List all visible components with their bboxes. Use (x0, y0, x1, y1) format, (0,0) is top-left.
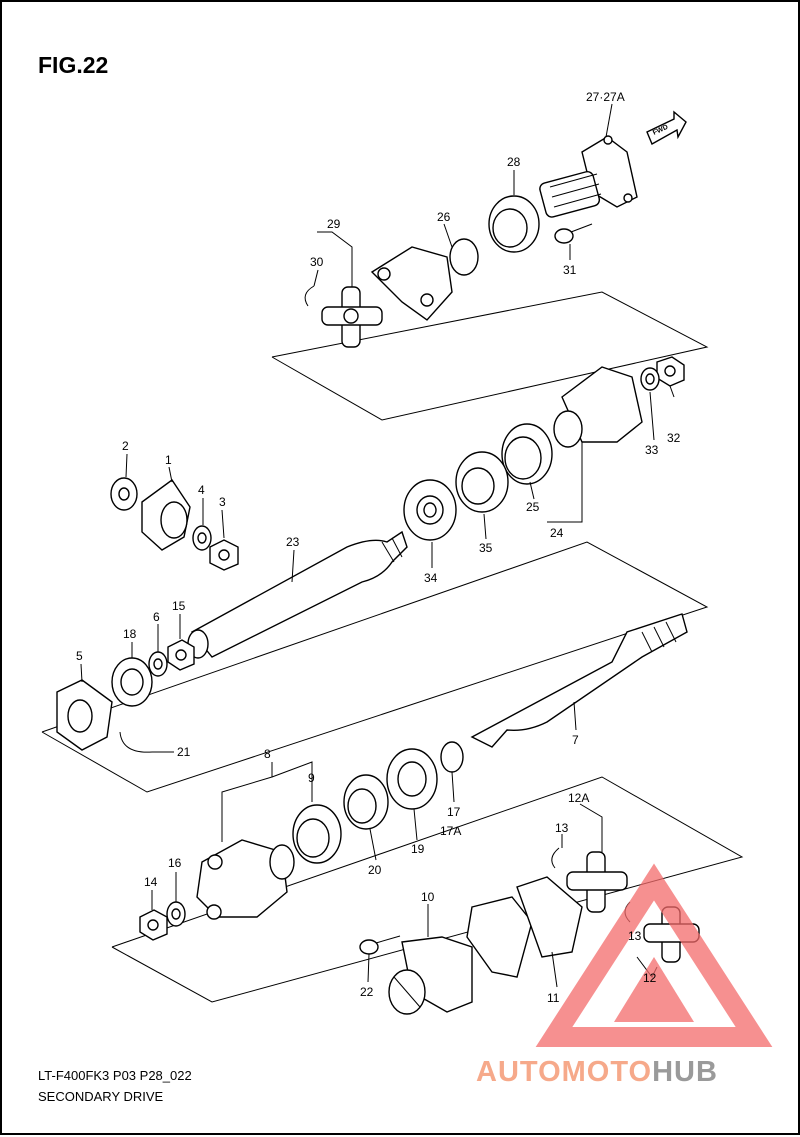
part-28-oil-seal (488, 195, 540, 253)
part-10-flange (388, 936, 473, 1015)
callout-32: 32 (667, 431, 681, 445)
callout-31: 31 (563, 263, 577, 277)
fwd-arrow-icon: FWD (646, 110, 687, 145)
watermark-text-b: HUB (652, 1056, 718, 1088)
watermark-text-a: AUTOMOTO (476, 1056, 653, 1088)
callout-12a: 12A (568, 791, 589, 805)
figure-title: FIG.22 (38, 52, 109, 78)
callout-19: 19 (411, 842, 425, 856)
part-31-bolt (554, 223, 593, 244)
part-29-universal-joint (321, 286, 383, 348)
callout-10: 10 (421, 890, 435, 904)
part-2-shim (110, 477, 138, 511)
part-30-circlip (304, 285, 315, 307)
callout-13-upper: 13 (555, 821, 569, 835)
callout-21: 21 (177, 745, 191, 759)
callout-7: 7 (572, 733, 579, 747)
callout-14: 14 (144, 875, 158, 889)
callout-30: 30 (310, 255, 324, 269)
callout-3: 3 (219, 495, 226, 509)
model-code: LT-F400FK3 P03 P28_022 (38, 1068, 192, 1083)
callout-13-lower: 13 (628, 929, 642, 943)
callout-25: 25 (526, 500, 540, 514)
part-6-washer (148, 651, 168, 677)
leader-lines (80, 103, 675, 988)
callout-17: 17 (447, 805, 461, 819)
callout-16: 16 (168, 856, 182, 870)
part-25-oil-seal (501, 423, 553, 485)
automotohub-logo (535, 863, 773, 1047)
part-22-bolt (359, 935, 401, 955)
callout-4: 4 (198, 483, 205, 497)
part-24-yoke (553, 366, 643, 448)
part-1-bevel-gear (141, 479, 191, 551)
part-9-oil-seal (292, 804, 342, 864)
section-name: SECONDARY DRIVE (38, 1089, 164, 1104)
part-16-washer (166, 901, 186, 927)
part-26-yoke (370, 238, 479, 321)
part-27-output-flange (539, 135, 638, 218)
callout-23: 23 (286, 535, 300, 549)
callout-15: 15 (172, 599, 186, 613)
callout-5: 5 (76, 649, 83, 663)
part-18-bearing (111, 657, 153, 707)
part-19-bearing (386, 748, 438, 810)
callout-27: 27·27A (586, 90, 625, 104)
part-5-bevel-gear (56, 679, 113, 751)
callout-20: 20 (368, 863, 382, 877)
part-20-spacer (343, 774, 389, 830)
part-34-bearing (403, 479, 457, 541)
part-17-circlip (440, 741, 464, 773)
part-35-bearing (455, 451, 509, 513)
part-7-propeller-shaft (470, 613, 688, 748)
callout-12: 12 (643, 971, 657, 985)
part-15-nut (167, 639, 195, 671)
callout-17a: 17A (440, 824, 461, 838)
callout-26: 26 (437, 210, 451, 224)
callout-labels: 27·27A 28 26 29 30 31 32 33 25 24 35 34 … (76, 90, 681, 1005)
part-8-yoke (196, 839, 295, 920)
part-11-flange-yoke (466, 876, 583, 978)
callout-28: 28 (507, 155, 521, 169)
part-14-nut (139, 909, 168, 941)
callout-22: 22 (360, 985, 374, 999)
callout-18: 18 (123, 627, 137, 641)
callout-8: 8 (264, 747, 271, 761)
watermark-text: AUTOMOTOHUB (476, 1056, 718, 1089)
callout-2: 2 (122, 439, 129, 453)
callout-1: 1 (165, 453, 172, 467)
callout-6: 6 (153, 610, 160, 624)
callout-34: 34 (424, 571, 438, 585)
callout-24: 24 (550, 526, 564, 540)
part-21-circlip (119, 731, 153, 753)
part-4-washer (192, 525, 212, 551)
callout-29: 29 (327, 217, 341, 231)
callout-33: 33 (645, 443, 659, 457)
callout-35: 35 (479, 541, 493, 555)
callout-11: 11 (547, 991, 560, 1005)
callout-9: 9 (308, 771, 315, 785)
part-32-nut (656, 356, 685, 387)
assembly-frames (41, 291, 744, 1003)
part-33-washer (640, 367, 660, 391)
part-3-nut (209, 539, 239, 571)
